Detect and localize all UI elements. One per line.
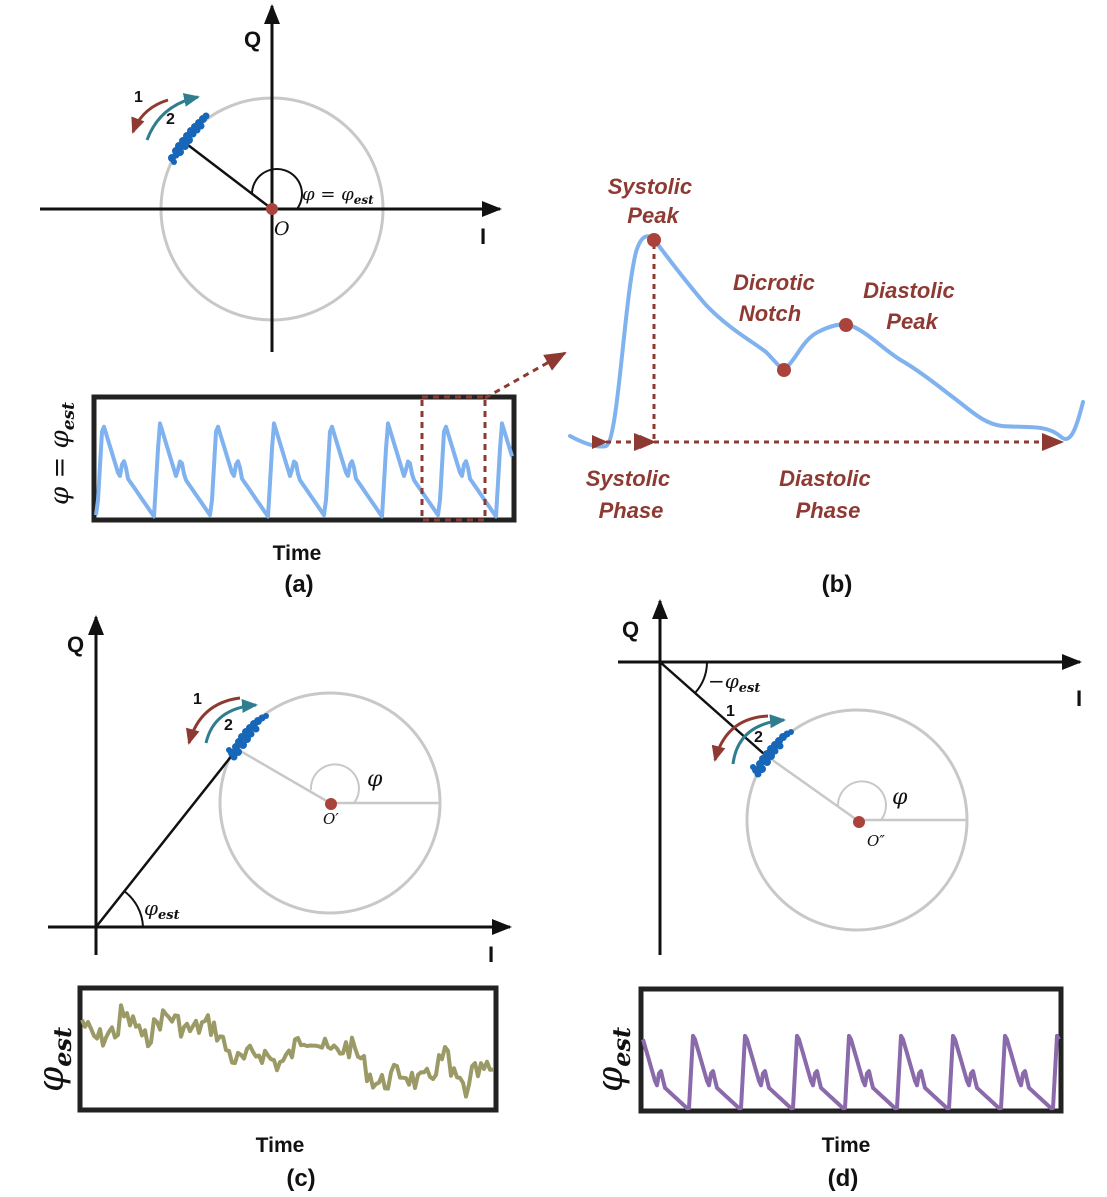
angle-arc [251, 168, 303, 210]
phase-plot-frame [91, 394, 517, 523]
q-axis-label: Q [622, 617, 639, 642]
caption-a: (a) [284, 571, 313, 598]
origin-label: O′ [323, 810, 339, 828]
phasor-vector [187, 144, 273, 210]
arrow-2 [145, 93, 200, 141]
panel-c: Q I O′ φ φest 1 2 φest Time (c) [31, 615, 512, 1192]
caption-d: (d) [828, 1165, 859, 1192]
q-axis-label: Q [67, 632, 84, 657]
offset-vector [95, 748, 238, 928]
origin-label: O″ [867, 832, 885, 850]
angle-label: φ = φest [302, 184, 374, 207]
panel-b: Systolic Peak Dicrotic Notch Diastolic P… [568, 174, 1085, 598]
phase-waveform [94, 421, 514, 519]
phase-estimate-waveform [80, 1003, 494, 1099]
diastolic-peak-label: Diastolic Peak [863, 278, 961, 334]
phase-plot-ylabel: φest [31, 1027, 77, 1092]
origin-dot [853, 816, 865, 828]
arrow-2 [731, 714, 786, 765]
zoom-box [420, 395, 487, 522]
neg-phi-est-label: −φest [708, 669, 760, 696]
phase-plot-frame [77, 985, 499, 1113]
i-axis-label: I [1076, 686, 1082, 711]
caption-b: (b) [822, 571, 853, 598]
circle-radius [236, 747, 331, 805]
arrow-1-label: 1 [726, 703, 735, 720]
time-label: Time [256, 1134, 305, 1157]
arrow-1 [131, 98, 169, 134]
phi-label: φ [367, 767, 383, 792]
panel-a: Q I O φ = φest 1 2 φ = φest Time (a) [40, 4, 567, 598]
phase-plot-ylabel: φest [590, 1027, 636, 1092]
diastolic-peak-dot [839, 318, 853, 332]
phi-est-arc [123, 890, 144, 928]
phase-plot-frame [638, 986, 1064, 1114]
sample-cluster [168, 112, 210, 165]
arrow-2-label: 2 [224, 717, 233, 734]
zoom-arrow [484, 351, 567, 400]
arrow-1-label: 1 [193, 691, 202, 708]
pulse-waveform [568, 234, 1085, 449]
caption-c: (c) [286, 1165, 315, 1192]
origin-dot [325, 798, 337, 810]
time-label: Time [822, 1134, 871, 1157]
phase-estimate-waveform [641, 1033, 1061, 1111]
i-axis-label: I [480, 224, 486, 249]
q-axis-label: Q [244, 27, 261, 52]
sample-cluster [750, 729, 794, 778]
circle-radius [763, 752, 858, 822]
dicrotic-notch-label: Dicrotic Notch [733, 270, 821, 326]
arrow-1 [185, 696, 241, 745]
phi-arc [836, 780, 887, 821]
diastolic-phase-label: Diastolic Phase [779, 466, 877, 523]
panel-d: Q I O″ φ −φest 1 2 φest Time (d) [590, 599, 1082, 1192]
time-label: Time [273, 542, 322, 565]
systolic-peak-dot [647, 233, 661, 247]
dicrotic-notch-dot [777, 363, 791, 377]
phase-plot-ylabel: φ = φest [45, 402, 79, 505]
phi-arc [309, 763, 360, 804]
origin-dot [266, 203, 278, 215]
offset-vector [659, 661, 765, 755]
arrow-2 [204, 699, 258, 744]
arrow-1-label: 1 [134, 89, 143, 106]
origin-label: O [274, 218, 290, 240]
arrow-2-label: 2 [754, 729, 763, 746]
i-axis-label: I [488, 942, 494, 967]
arrow-2-label: 2 [166, 111, 175, 128]
neg-phi-est-arc [694, 661, 708, 694]
systolic-phase-label: Systolic Phase [586, 466, 677, 523]
systolic-peak-label: Systolic Peak [608, 174, 699, 228]
phi-label: φ [892, 785, 908, 810]
phi-est-label: φest [144, 896, 180, 923]
arrow-1 [711, 714, 769, 762]
sample-cluster [226, 713, 269, 761]
